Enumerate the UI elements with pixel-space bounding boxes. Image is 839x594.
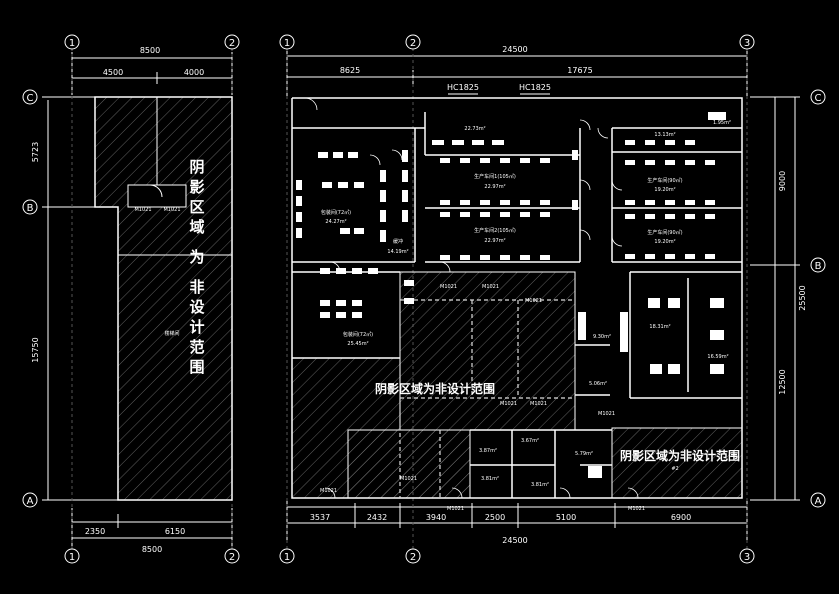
room-7-area: 14.19m² xyxy=(387,249,408,255)
svg-text:M1021: M1021 xyxy=(500,401,517,407)
dim-left-side-b: 15750 xyxy=(31,337,40,362)
svg-text:设: 设 xyxy=(189,298,204,316)
room-9-label: 生产车间(90㎡) xyxy=(647,229,682,236)
room-20-label: #2 xyxy=(671,466,678,472)
svg-text:M1021: M1021 xyxy=(440,284,457,290)
room-19-area: 3.81m² xyxy=(531,482,549,488)
axis-right-2-top: 2 xyxy=(410,38,416,49)
axis-left-2-bot: 2 xyxy=(229,552,235,563)
svg-text:M1021: M1021 xyxy=(525,298,542,304)
room-1-area: 22.73m² xyxy=(464,126,485,132)
axis-right-3-top: 3 xyxy=(744,38,750,49)
window-label-2: HC1825 xyxy=(519,83,551,92)
svg-text:围: 围 xyxy=(189,358,204,376)
room-6-label: 包装间(72㎡) xyxy=(321,209,351,216)
axis-right-B: B xyxy=(815,261,822,272)
dim-right-top-total: 24500 xyxy=(502,45,527,54)
room-6-area: 24.27m² xyxy=(325,219,346,225)
axis-left-1-bot: 1 xyxy=(69,552,75,563)
svg-text:为: 为 xyxy=(189,248,204,266)
svg-text:影: 影 xyxy=(189,178,204,196)
svg-text:M1021: M1021 xyxy=(482,284,499,290)
axis-right-1-bot: 1 xyxy=(284,552,290,563)
right-hatch-areas xyxy=(291,271,743,499)
room-8-area: 22.97m² xyxy=(484,238,505,244)
room-4-area: 22.97m² xyxy=(484,184,505,190)
svg-text:M1021: M1021 xyxy=(320,488,337,494)
dim-left-bot-a: 2350 xyxy=(85,527,105,536)
dim-right-top-a: 8625 xyxy=(340,66,360,75)
left-stair-label: 楼梯间 xyxy=(164,330,179,337)
room-15-area: 3.87m² xyxy=(479,448,497,454)
room-3-area: 1.95m² xyxy=(713,120,731,126)
room-5-label: 生产车间(90㎡) xyxy=(647,177,682,184)
axis-left-1-top: 1 xyxy=(69,38,75,49)
dim-right-bot-2: 2432 xyxy=(367,513,387,522)
room-8-label: 生产车间2(105㎡) xyxy=(474,227,516,234)
building-walls xyxy=(291,97,743,499)
dim-right-bot-3: 3940 xyxy=(426,513,446,522)
dim-right-bot-5: 5100 xyxy=(556,513,576,522)
axis-left-2-top: 2 xyxy=(229,38,235,49)
door-tags: M1021 M1021 M1021 M1021 M1021 M1021 M102… xyxy=(320,284,645,512)
window-label-1: HC1825 xyxy=(447,83,479,92)
axis-right-1-top: 1 xyxy=(284,38,290,49)
room-9-area: 19.20m² xyxy=(654,239,675,245)
left-vertical-label: 阴 影 区 域 为 非 设 计 范 围 xyxy=(189,158,204,376)
svg-text:非: 非 xyxy=(189,278,204,296)
axis-left-A: A xyxy=(27,496,34,507)
room-4-label: 生产车间1(105㎡) xyxy=(474,173,516,180)
dim-left-side-a: 5723 xyxy=(31,142,40,162)
room-17-area: 5.79m² xyxy=(575,451,593,457)
axis-right-3-bot: 3 xyxy=(744,552,750,563)
dim-left-bot-total: 8500 xyxy=(142,545,162,554)
dim-left-bot-b: 6150 xyxy=(165,527,185,536)
axis-left-B: B xyxy=(27,203,34,214)
equipment xyxy=(296,112,726,478)
dim-left-top-a: 4500 xyxy=(103,68,123,77)
svg-text:计: 计 xyxy=(189,318,204,336)
dim-right-side-total: 25500 xyxy=(798,285,807,310)
svg-text:范: 范 xyxy=(189,338,204,356)
dim-left-top-total: 8500 xyxy=(140,46,160,55)
dim-right-bot-total: 24500 xyxy=(502,536,527,545)
room-16-area: 3.67m² xyxy=(521,438,539,444)
svg-text:域: 域 xyxy=(189,218,204,236)
svg-text:M1021: M1021 xyxy=(628,506,645,512)
room-7-label: 缓冲 xyxy=(393,238,403,245)
svg-text:区: 区 xyxy=(189,198,204,216)
axis-left-C: C xyxy=(27,93,34,104)
svg-text:M1021: M1021 xyxy=(598,411,615,417)
room-10-area: 18.31m² xyxy=(649,324,670,330)
room-18-area: 3.81m² xyxy=(481,476,499,482)
svg-text:阴: 阴 xyxy=(189,158,204,176)
dim-right-bot-6: 6900 xyxy=(671,513,691,522)
svg-text:M1021: M1021 xyxy=(530,401,547,407)
hatch-label-right: 阴影区域为非设计范围 xyxy=(620,448,740,463)
left-hatch-area xyxy=(94,96,233,501)
svg-text:M1021: M1021 xyxy=(400,476,417,482)
room-11-area: 16.59m² xyxy=(707,354,728,360)
hatch-label-center: 阴影区域为非设计范围 xyxy=(375,381,495,396)
dim-right-side-b: 12500 xyxy=(778,369,787,394)
room-5-area: 19.20m² xyxy=(654,187,675,193)
dim-right-bot-4: 2500 xyxy=(485,513,505,522)
axis-right-C: C xyxy=(815,93,822,104)
svg-text:M1021: M1021 xyxy=(447,506,464,512)
room-2-area: 13.13m² xyxy=(654,132,675,138)
axis-right-A: A xyxy=(815,496,822,507)
axis-right-2-bot: 2 xyxy=(410,552,416,563)
left-door-label: M1021 xyxy=(134,207,151,213)
dim-left-top-b: 4000 xyxy=(184,68,204,77)
dim-right-side-a: 9000 xyxy=(778,171,787,191)
dim-right-bot-1: 3537 xyxy=(310,513,330,522)
left-door-label-2: M1021 xyxy=(163,207,180,213)
dim-right-top-b: 17675 xyxy=(567,66,592,75)
room-14-area: 5.06m² xyxy=(589,381,607,387)
room-12-area: 25.45m² xyxy=(347,341,368,347)
room-12-label: 包装间(72㎡) xyxy=(343,331,373,338)
room-13-area: 9.30m² xyxy=(593,334,611,340)
